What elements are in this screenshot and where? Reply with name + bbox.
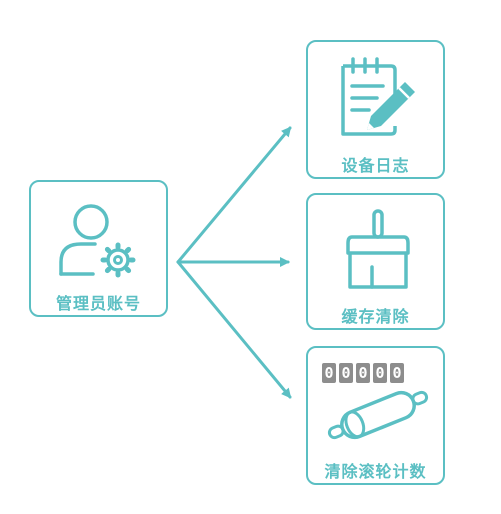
counter-display: 0 0 0 0 0 — [322, 363, 404, 383]
roller-count-box[interactable]: 0 0 0 0 0 清除滚轮计数 — [306, 346, 445, 485]
admin-account-label: 管理员账号 — [55, 294, 141, 313]
notepad-pencil-icon — [341, 57, 415, 136]
broom-icon — [346, 209, 410, 289]
roller-icon — [327, 390, 429, 440]
cache-clear-box[interactable]: 缓存清除 — [306, 193, 445, 330]
roller-count-label: 清除滚轮计数 — [324, 462, 427, 481]
arrow-to-roller-count — [176, 260, 292, 399]
counter-digit: 0 — [390, 363, 404, 383]
counter-digit: 0 — [356, 363, 370, 383]
cache-clear-label: 缓存清除 — [341, 307, 410, 326]
counter-digit: 0 — [373, 363, 387, 383]
user-gear-icon — [59, 204, 136, 278]
counter-digit: 0 — [322, 363, 336, 383]
device-log-label: 设备日志 — [341, 156, 410, 175]
admin-account-box: 管理员账号 — [29, 180, 168, 317]
device-log-box[interactable]: 设备日志 — [306, 40, 445, 179]
arrow-to-device-log — [176, 126, 292, 264]
counter-digit: 0 — [339, 363, 353, 383]
